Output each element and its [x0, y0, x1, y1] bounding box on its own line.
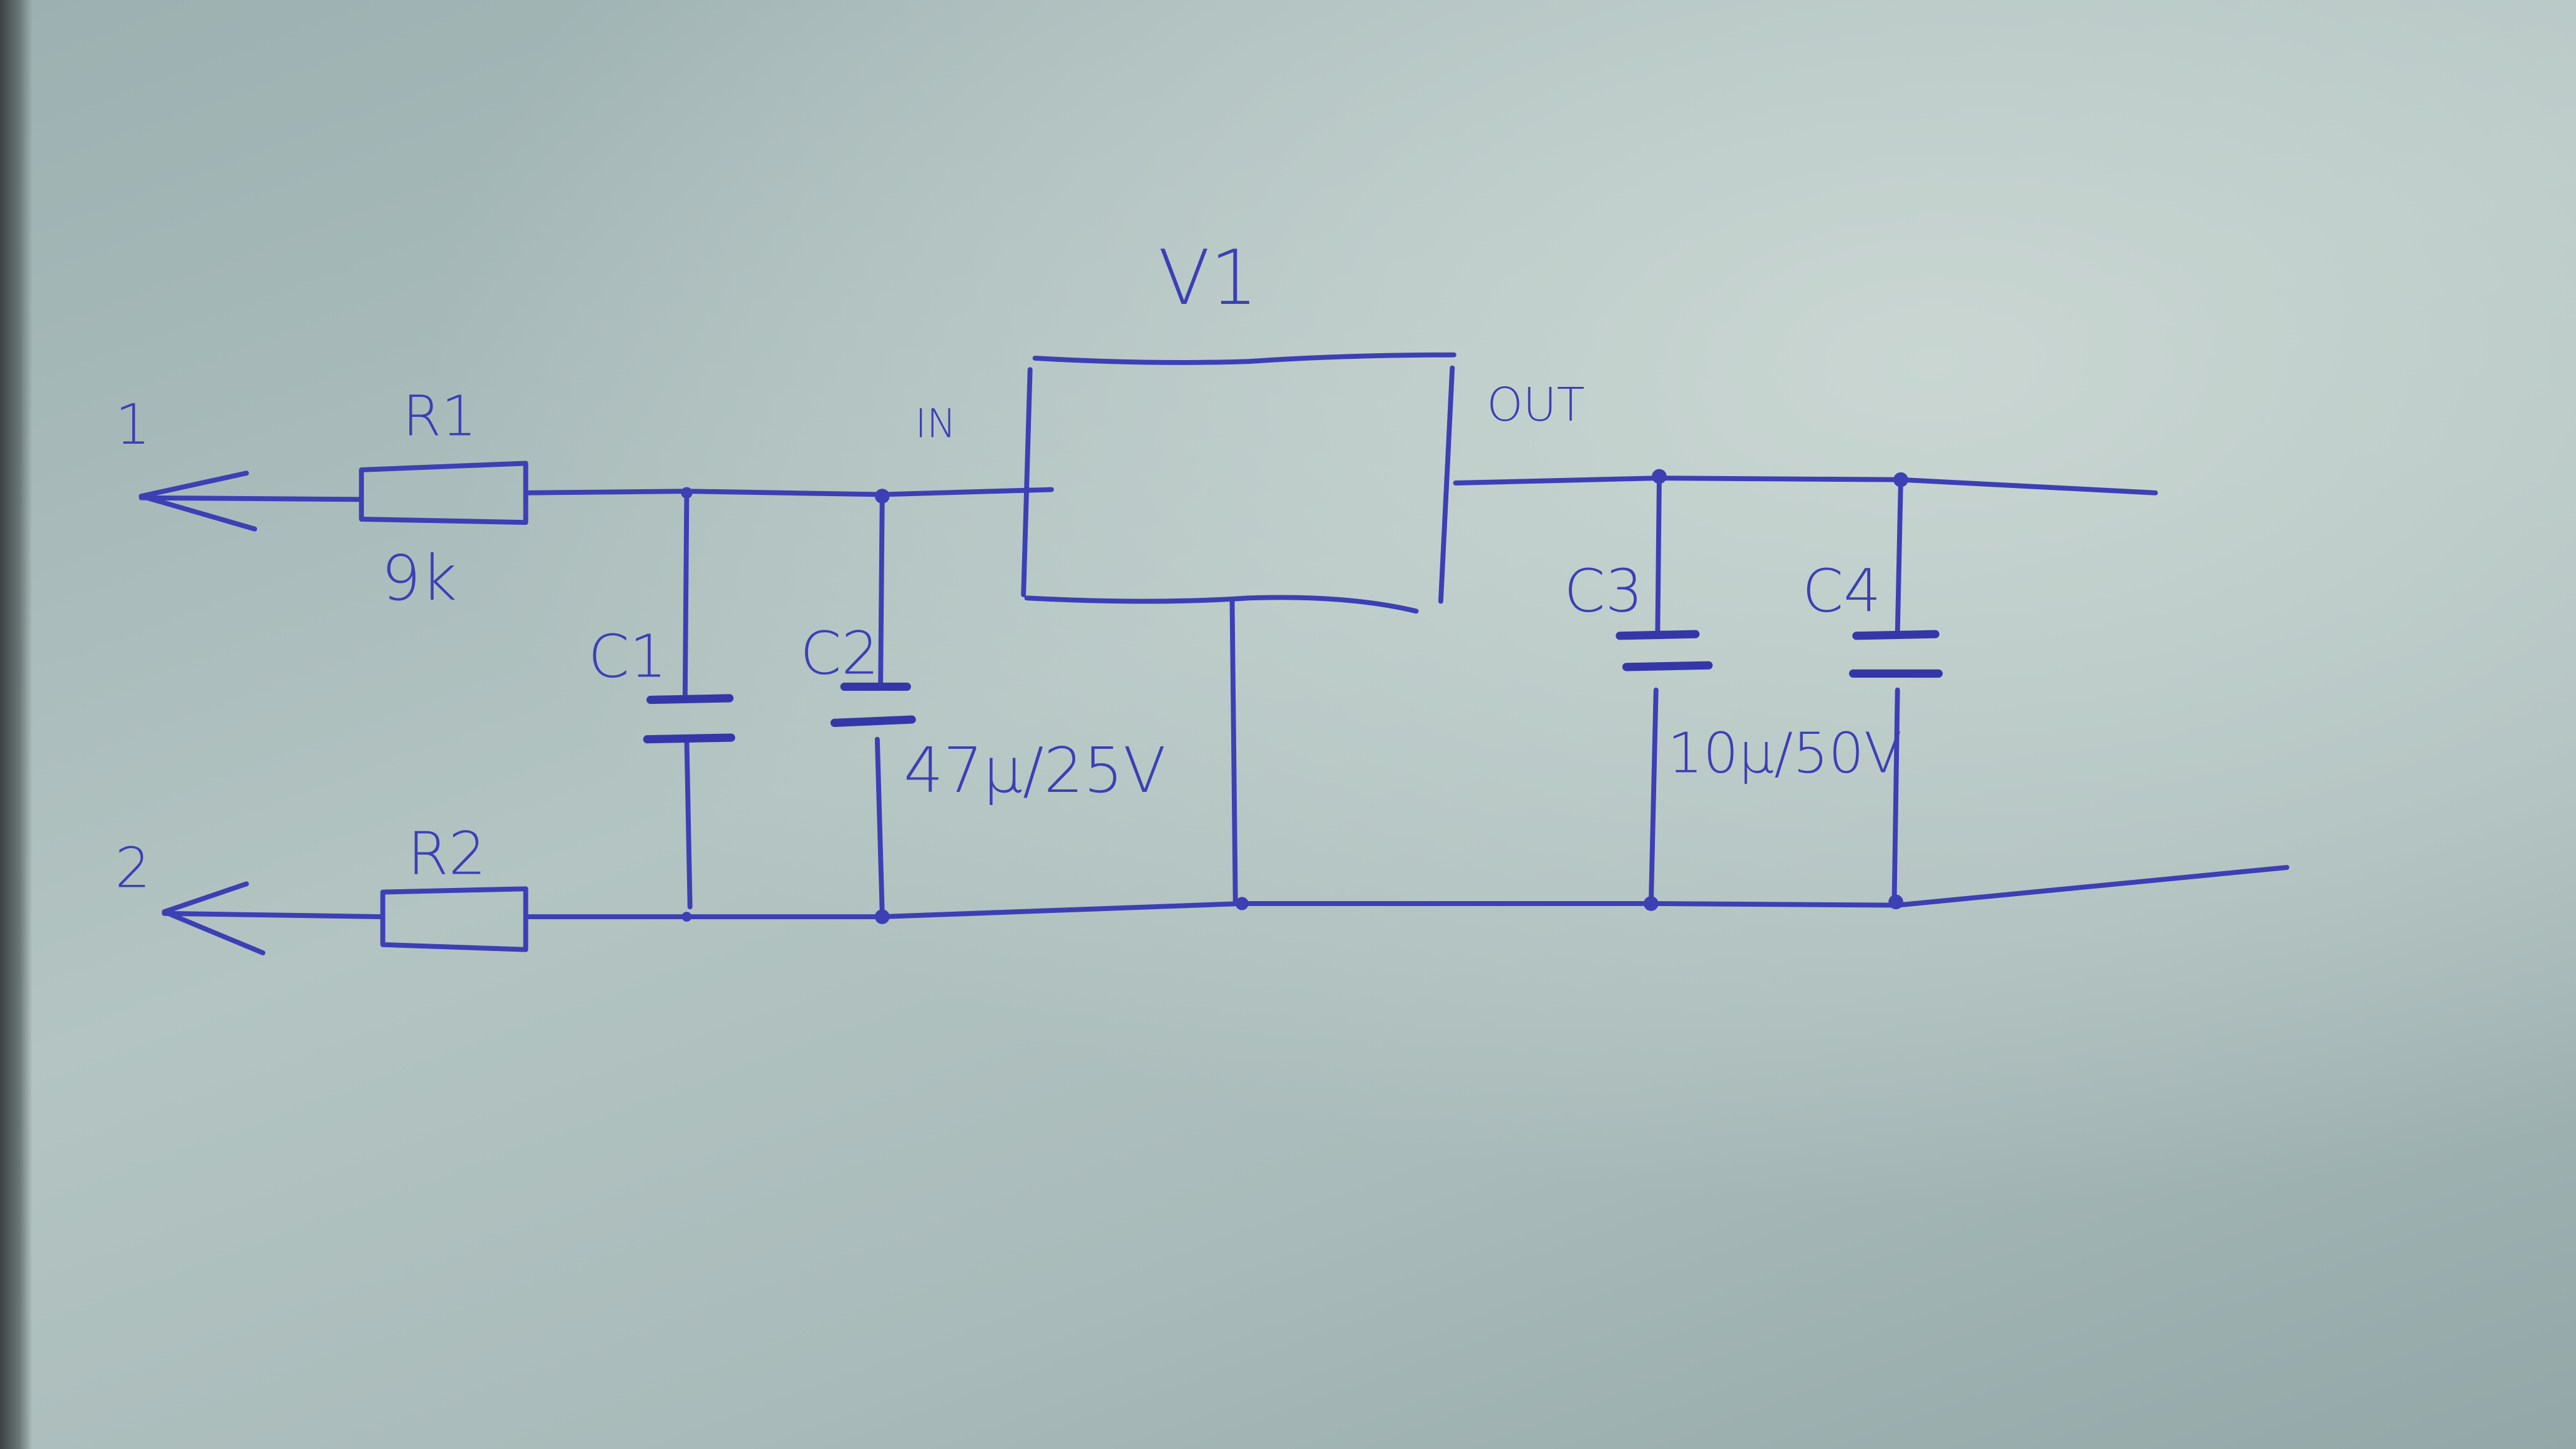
terminal-1: 1 [115, 393, 364, 532]
resistor-r1: R1 9k [359, 384, 529, 615]
terminal-1-label: 1 [115, 393, 150, 457]
capacitor-c2-name: C2 [800, 619, 879, 688]
capacitor-c3: C3 10µ/50V [1564, 474, 1902, 906]
capacitor-c4-name: C4 [1802, 557, 1881, 625]
capacitor-c3-value: 10µ/50V [1667, 721, 1902, 786]
input-wire [523, 487, 1054, 497]
junction-node [1643, 896, 1659, 911]
resistor-r1-value: 9k [381, 542, 457, 615]
ground-rail [523, 865, 2290, 919]
capacitor-c3-plates [1616, 630, 1713, 671]
junction-node [874, 909, 890, 924]
ground-wire [1229, 598, 1238, 906]
regulator-out-label: OUT [1487, 379, 1585, 432]
capacitor-c1-leads [682, 490, 693, 910]
regulator-v1: V1 IN OUT [915, 234, 1585, 614]
junction-node [1235, 897, 1249, 910]
capacitor-c2: C2 47µ/25V [800, 494, 1166, 916]
junction-node [681, 912, 692, 922]
junction-node [1888, 894, 1903, 910]
resistor-r1-body [359, 461, 529, 525]
capacitor-c1: C1 [588, 490, 736, 910]
capacitor-c4-plates [1849, 630, 1943, 678]
capacitor-c3-leads [1648, 474, 1662, 906]
terminal-1-arrow [139, 471, 364, 532]
capacitor-c4: C4 [1802, 477, 1943, 906]
resistor-r2-name: R2 [407, 820, 486, 889]
regulator-name: V1 [1158, 234, 1258, 322]
terminal-2-label: 2 [115, 836, 150, 901]
capacitor-c1-name: C1 [588, 623, 666, 691]
terminal-2: 2 [115, 836, 384, 955]
capacitor-c2-leads [874, 494, 885, 916]
output-wire [1453, 476, 2158, 495]
terminal-2-arrow [162, 881, 384, 955]
capacitor-c3-name: C3 [1564, 557, 1642, 625]
resistor-r2-body [380, 886, 529, 952]
capacitor-c2-plates [830, 682, 916, 727]
resistor-r2: R2 [380, 820, 529, 952]
capacitor-c1-plates [643, 694, 736, 744]
regulator-box [1021, 352, 1456, 614]
capacitor-c2-value: 47µ/25V [904, 734, 1166, 807]
resistor-r1-name: R1 [402, 384, 477, 449]
regulator-in-label: IN [915, 400, 956, 446]
paper-edge-shadow [0, 0, 32, 1449]
capacitor-c4-leads [1891, 477, 1903, 906]
